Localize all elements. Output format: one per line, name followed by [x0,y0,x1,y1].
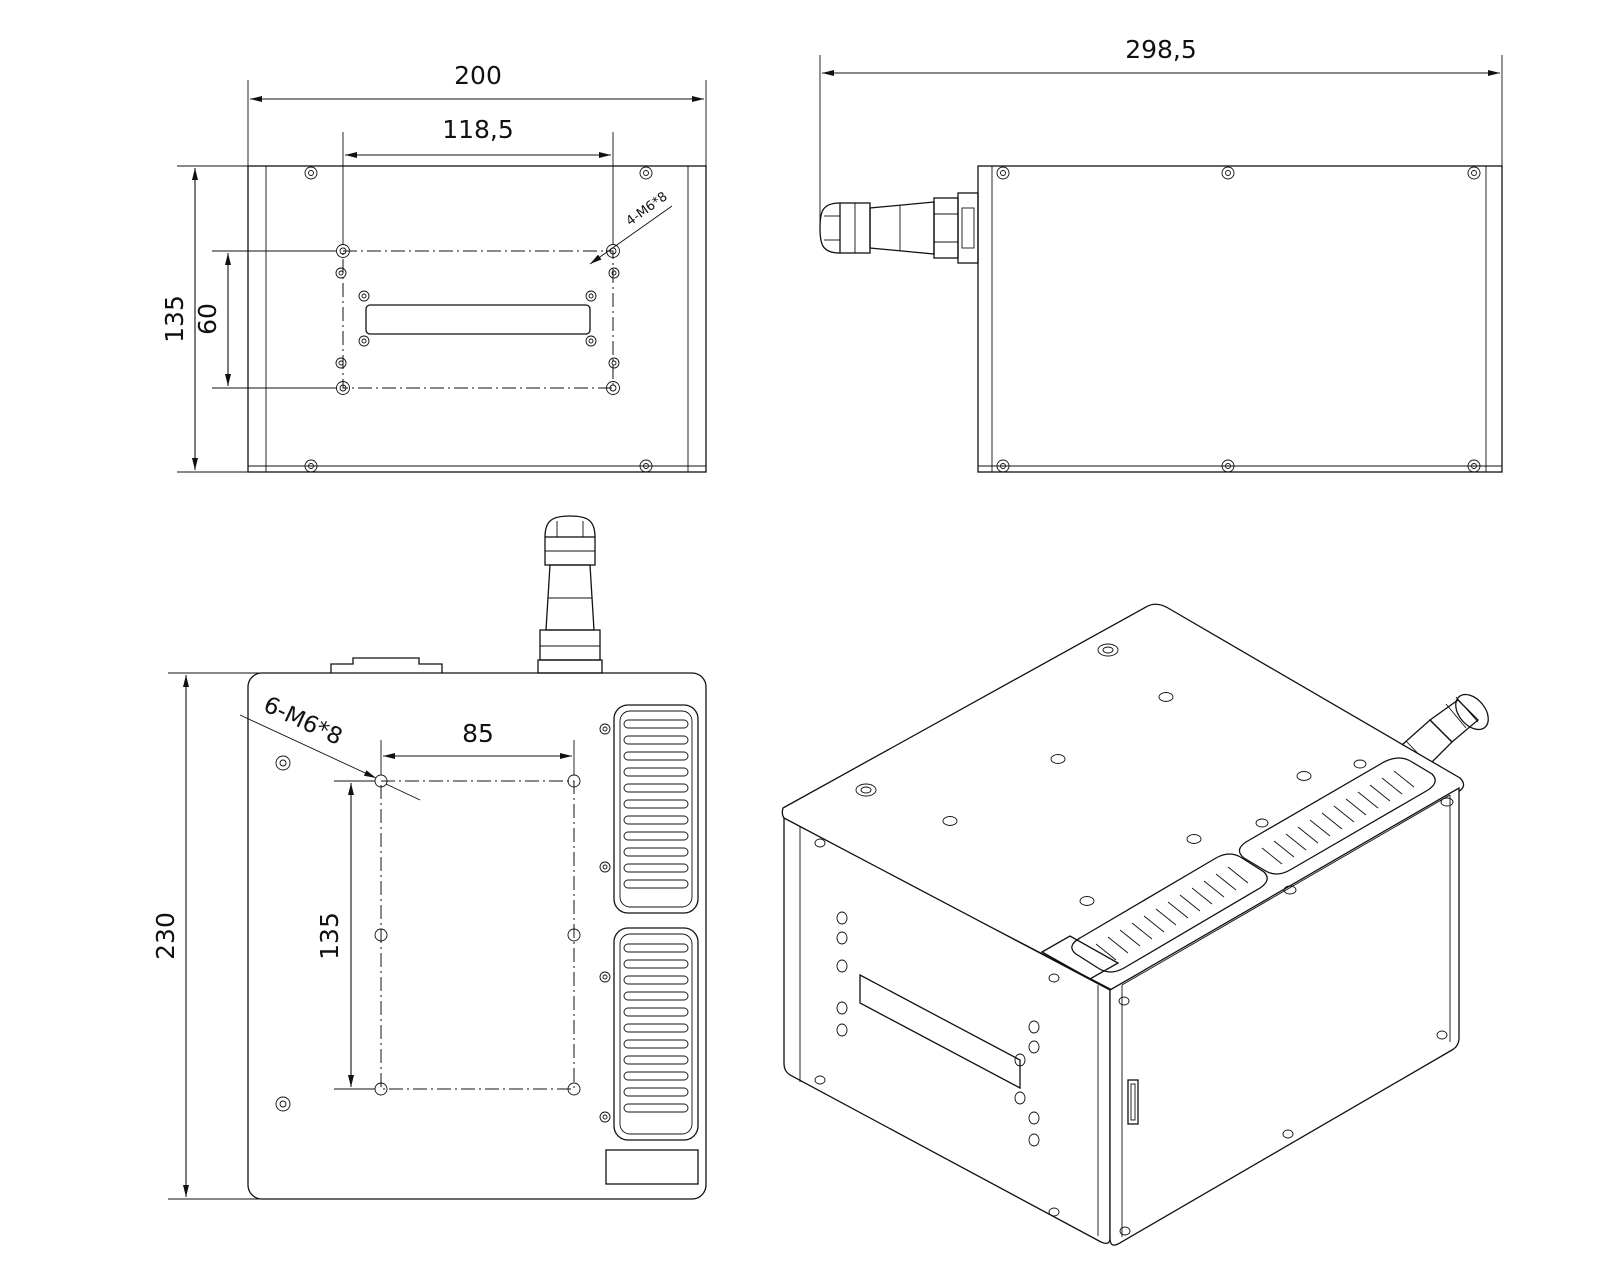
side-length-dimension: 298,5 [1125,35,1197,64]
top-hole-callout: 6-M6*8 [259,692,346,751]
top-vent-upper [613,704,699,914]
side-view: 298,5 [819,35,1503,473]
front-height-dimension: 135 [160,295,189,343]
front-inner-width-dimension: 118,5 [442,115,514,144]
top-view: 230 135 85 6-M6*8 [151,515,707,1200]
front-view: 200 118,5 135 60 4-M6*8 [160,61,707,473]
top-inner-width-dimension: 85 [462,719,494,748]
top-connector [537,515,603,674]
top-height-dimension: 230 [151,912,180,960]
iso-vent-front [1071,853,1268,973]
iso-vent-rear [1238,757,1436,875]
isometric-view [781,603,1489,1246]
top-vent-lower [613,927,699,1141]
side-connector [819,192,979,264]
front-width-dimension: 200 [454,61,502,90]
front-inner-height-dimension: 60 [193,303,222,335]
top-inner-height-dimension: 135 [315,912,344,960]
